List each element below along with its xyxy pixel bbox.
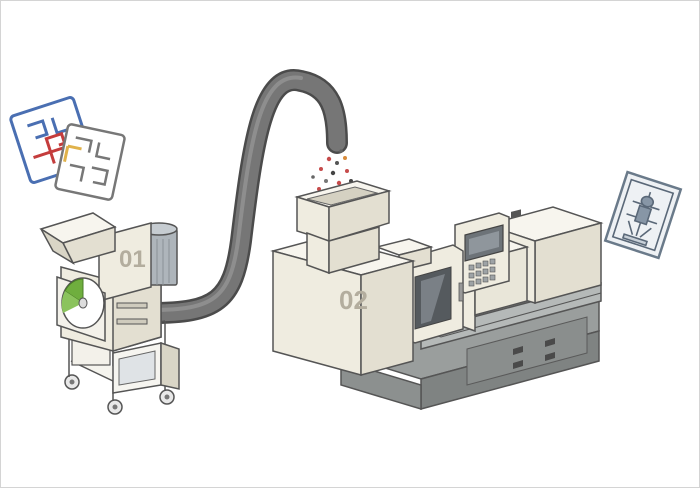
model-kit-sprue-sheet-icon <box>603 170 683 260</box>
crusher-machine: 01 <box>39 212 180 415</box>
vacuum-hose <box>140 69 348 324</box>
crusher-label: 01 <box>119 246 146 273</box>
plain-sprue-frame-icon <box>54 123 126 201</box>
injection-molding-machine: 02 <box>270 180 604 411</box>
molding-machine-label: 02 <box>339 285 368 315</box>
